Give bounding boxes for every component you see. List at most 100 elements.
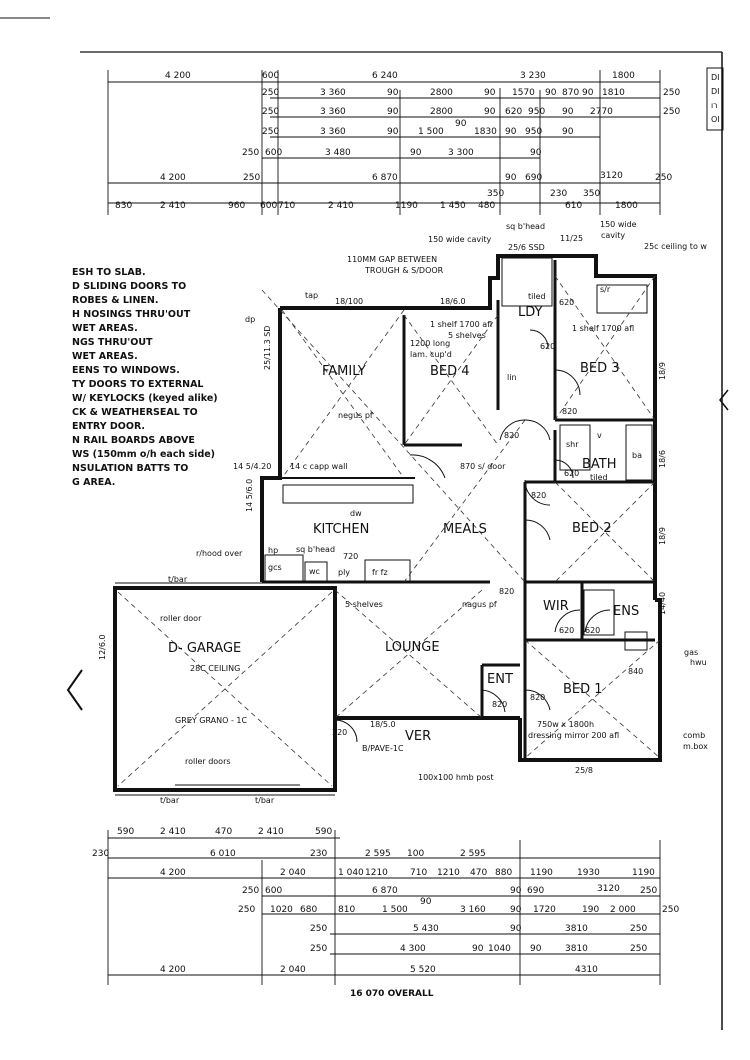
dim-label: 90 <box>420 897 432 907</box>
annotation: 1200 long <box>410 339 450 348</box>
annotation: 820 <box>499 587 514 596</box>
dim-label: 4 300 <box>400 944 426 954</box>
dim-label: 3 360 <box>320 107 346 117</box>
dim-label: 3 360 <box>320 88 346 98</box>
spec-note: NSULATION BATTS TO <box>72 463 188 474</box>
annotation: 14 5/4.20 <box>233 462 271 471</box>
annotation: 840 <box>628 667 643 676</box>
dim-label: 230 <box>92 849 109 859</box>
title-text: OI <box>711 115 720 124</box>
annotation: 5 shelves <box>345 600 383 609</box>
annotation: 820 <box>530 693 545 702</box>
dim-label: 4 200 <box>165 71 191 81</box>
dim-label: 1800 <box>615 201 638 211</box>
dim-label: 1210 <box>437 868 460 878</box>
garage-ceiling: 28C CEILING <box>190 664 240 673</box>
top-dimensions: 4 200 600 6 240 3 230 1800 250 3 360 90 … <box>107 70 680 215</box>
annotation: B/PAVE-1C <box>362 744 404 753</box>
dim-label: 3 160 <box>460 905 486 915</box>
right-arrow-icon <box>719 389 729 411</box>
dim-label: 90 <box>530 944 542 954</box>
annotation: 150 wide <box>600 220 637 229</box>
dim-label: 6 240 <box>372 71 398 81</box>
dim-label: 600 <box>265 886 282 896</box>
dim-label: 2 410 <box>258 827 284 837</box>
dim-label: 1040 <box>488 944 511 954</box>
dim-label: 3810 <box>565 924 588 934</box>
dim-label: 6 010 <box>210 849 236 859</box>
dim-label: 600 <box>262 71 279 81</box>
bottom-dimensions: 590 2 410 470 2 410 590 230 6 010 230 2 … <box>92 827 679 999</box>
dim-label: 90 <box>562 107 574 117</box>
dim-label: 90 <box>455 119 467 129</box>
dim-label: 810 <box>338 905 355 915</box>
annotation: shr <box>566 440 579 449</box>
room-ver: VER <box>405 729 431 744</box>
annotation: dp <box>245 315 255 324</box>
dim-label: 230 <box>310 849 327 859</box>
bath-finish: tiled <box>590 473 608 482</box>
annotation: 870 s/ door <box>460 462 506 471</box>
annotation: 820 <box>504 431 519 440</box>
annotation: negus pf <box>338 411 373 420</box>
left-arrow-icon <box>66 669 83 711</box>
spec-note: G AREA. <box>72 477 115 488</box>
annotation: 14/40 <box>658 592 667 615</box>
annotation: gas <box>684 648 698 657</box>
annotation: r/hood over <box>196 549 243 558</box>
dim-label: 870 <box>562 88 579 98</box>
annotation: 100x100 hmb post <box>418 773 494 782</box>
dim-label: 350 <box>583 189 600 199</box>
dim-label: 90 <box>484 88 496 98</box>
dim-label: 1190 <box>632 868 655 878</box>
dim-label: 960 <box>228 201 245 211</box>
annotation: 750w x 1800h <box>537 720 594 729</box>
dim-label: 470 <box>470 868 487 878</box>
annotation: t/bar <box>168 575 188 584</box>
annotation: 320 <box>332 728 347 737</box>
dim-label: 90 <box>387 88 399 98</box>
annotation: 620 <box>585 626 600 635</box>
annotation: roller doors <box>185 757 231 766</box>
dim-label: 2 000 <box>610 905 636 915</box>
dim-label: 90 <box>410 148 422 158</box>
dim-label: 350 <box>487 189 504 199</box>
dim-label: 90 <box>562 127 574 137</box>
dim-label: 2 595 <box>460 849 486 859</box>
dim-label: 90 <box>582 88 594 98</box>
dim-label: 250 <box>640 886 657 896</box>
room-ent: ENT <box>487 672 513 687</box>
dim-label: 90 <box>510 886 522 896</box>
overall-dimension: 16 070 OVERALL <box>350 989 434 999</box>
dim-label: 1020 <box>270 905 293 915</box>
dim-label: 3810 <box>565 944 588 954</box>
dim-label: 90 <box>387 107 399 117</box>
room-ldy: LDY <box>518 305 543 320</box>
dim-label: 690 <box>525 173 542 183</box>
dim-label: 1 500 <box>382 905 408 915</box>
annotation: 5 shelves <box>448 331 486 340</box>
dim-label: 190 <box>582 905 599 915</box>
annotation: 820 <box>562 407 577 416</box>
dim-label: 1830 <box>474 127 497 137</box>
dim-label: 3 230 <box>520 71 546 81</box>
annotation: 18/5.0 <box>370 720 396 729</box>
annotation: tap <box>305 291 318 300</box>
annotation: 11/25 <box>560 234 583 243</box>
spec-note: EENS TO WINDOWS. <box>72 365 180 376</box>
room-labels: FAMILY BED 4 BED 3 BATH tiled BED 2 KITC… <box>168 305 639 744</box>
dim-label: 250 <box>630 924 647 934</box>
annotation: fr fz <box>372 568 388 577</box>
room-wir: WIR <box>543 599 569 614</box>
title-text: DI <box>711 73 720 82</box>
annotation: 620 <box>540 342 555 351</box>
room-bed3: BED 3 <box>580 361 620 376</box>
dim-label: 4 200 <box>160 868 186 878</box>
dim-label: 1190 <box>530 868 553 878</box>
dim-label: 1 450 <box>440 201 466 211</box>
title-text: רו <box>711 101 718 110</box>
room-bed1: BED 1 <box>563 682 603 697</box>
spec-notes: ESH TO SLAB. D SLIDING DOORS TO ROBES & … <box>72 267 218 488</box>
dim-label: 230 <box>550 189 567 199</box>
dim-label: 90 <box>472 944 484 954</box>
